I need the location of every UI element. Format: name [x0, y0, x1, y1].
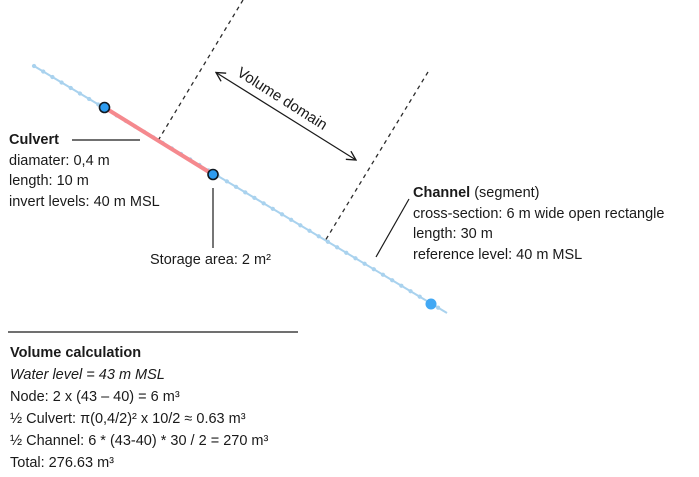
channel-label-block: Channel (segment) cross-section: 6 m wid…: [413, 183, 664, 265]
channel-label-reference-level: reference level: 40 m MSL: [413, 246, 583, 263]
channel-end-node: [425, 298, 437, 310]
water-level-line: Water level = 43 m MSL: [10, 367, 165, 383]
channel-label-length: length: 30 m: [413, 226, 493, 242]
volume-domain-boundary-right: [324, 71, 429, 242]
culvert-label-diameter: diamater: 0,4 m: [9, 152, 110, 169]
channel-volume-line: ½ Channel: 6 * (43-40) * 30 / 2 = 270 m³: [10, 433, 269, 449]
storage-area-label: Storage area: 2 m²: [150, 252, 271, 268]
volume-calculation-title: Volume calculation: [10, 345, 142, 361]
channel-label-title-line: Channel (segment): [413, 183, 664, 204]
channel-label-title-suffix: (segment): [470, 185, 540, 201]
culvert-inlet-node: [98, 101, 111, 114]
culvert-label-invert-levels: invert levels: 40 m MSL: [9, 193, 160, 210]
total-volume-line: Total: 276.63 m³: [10, 455, 114, 471]
volume-calculation-block: Volume calculation Water level = 43 m MS…: [10, 342, 268, 474]
culvert-volume-line: ½ Culvert: π(0,4/2)² x 10/2 ≈ 0.63 m³: [10, 411, 246, 427]
culvert-label-block: Culvert diamater: 0,4 m length: 10 m inv…: [9, 130, 160, 212]
volume-domain-arrow: [216, 73, 356, 161]
storage-area-node: [207, 168, 219, 181]
culvert-label-title: Culvert: [9, 132, 59, 148]
node-volume-line: Node: 2 x (43 – 40) = 6 m³: [10, 389, 180, 405]
volume-domain-boundary-left: [158, 0, 244, 140]
culvert-label-length: length: 10 m: [9, 173, 89, 189]
channel-pointer-line: [375, 198, 410, 258]
channel-label-cross-section: cross-section: 6 m wide open rectangle: [413, 205, 665, 222]
culvert-line: [102, 105, 215, 177]
channel-label-title: Channel: [413, 185, 471, 201]
